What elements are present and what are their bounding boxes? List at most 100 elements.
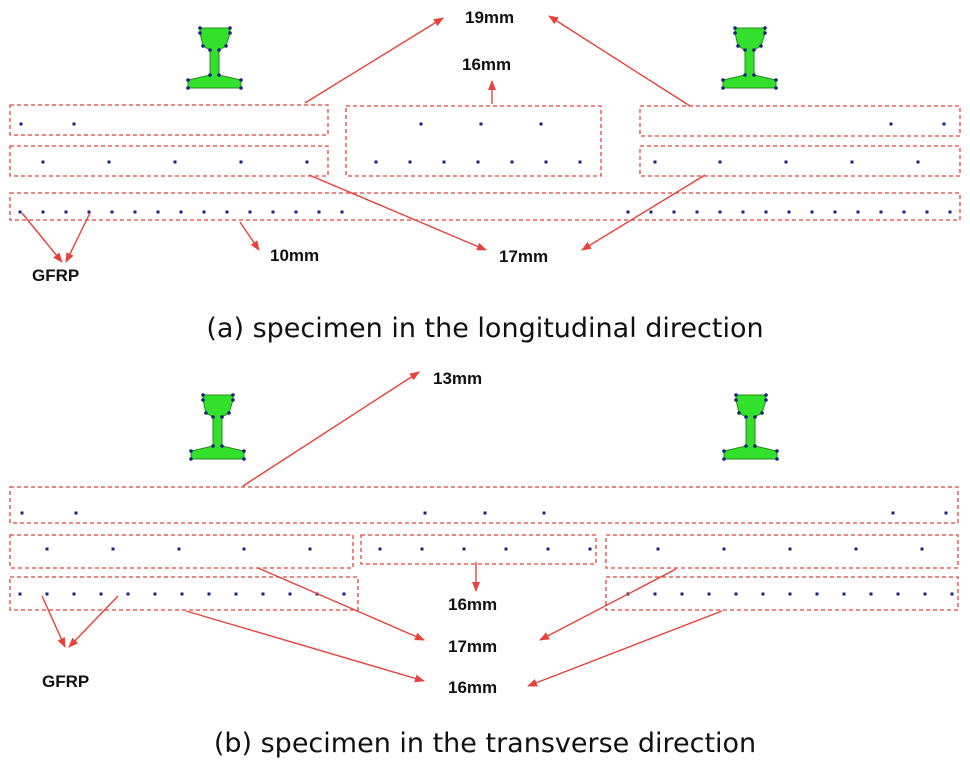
rail-node-dot <box>753 444 757 448</box>
rail-node-dot <box>744 415 748 419</box>
rail-node-dot <box>189 449 193 453</box>
rebar-dot <box>462 547 466 551</box>
rebar-dot <box>479 122 483 126</box>
rebar-row <box>45 547 312 551</box>
slab-strip-box <box>605 534 959 569</box>
rebar-dot <box>761 592 765 596</box>
rail-node-dot <box>228 26 232 30</box>
slab-strip-box <box>639 145 961 177</box>
rail-node-dot <box>217 48 221 52</box>
pointer-arrow <box>21 212 63 263</box>
rebar-dot <box>734 592 738 596</box>
rebar-dot <box>784 160 788 164</box>
rebar-row <box>423 511 546 515</box>
pointer-arrow <box>527 610 723 687</box>
rail-node-dot <box>201 44 205 48</box>
rebar-row <box>419 122 543 126</box>
rebar-dot <box>788 592 792 596</box>
rail-node-dot <box>721 86 725 90</box>
rebar-dot <box>239 160 243 164</box>
pointer-arrow <box>68 595 119 648</box>
dimension-label: 10mm <box>270 246 319 265</box>
rail-node-dot <box>211 444 215 448</box>
rebar-row <box>656 547 924 551</box>
rail-node-dot <box>242 449 246 453</box>
rail-node-dot <box>752 48 756 52</box>
rebar-dot <box>294 210 298 214</box>
rail-node-dot <box>211 415 215 419</box>
rebar-dot <box>787 210 791 214</box>
rebar-dot <box>850 160 854 164</box>
rebar-dot <box>18 210 22 214</box>
rebar-dot <box>248 210 252 214</box>
rail-icon <box>721 26 778 90</box>
rebar-dot <box>626 210 630 214</box>
rebar-dot <box>896 592 900 596</box>
rebar-row <box>626 210 952 214</box>
rebar-dot <box>423 511 427 515</box>
rebar-dot <box>695 210 699 214</box>
rebar-dot <box>544 160 548 164</box>
rebar-dot <box>87 210 91 214</box>
slab-strip-box <box>9 576 359 611</box>
rebar-dot <box>902 210 906 214</box>
rebar-dot <box>718 160 722 164</box>
slab-strip-box <box>639 105 961 137</box>
rebar-dot <box>261 592 265 596</box>
rail-node-dot <box>734 398 738 402</box>
rebar-row <box>626 592 954 596</box>
rebar-dot <box>810 210 814 214</box>
rebar-dot <box>45 547 49 551</box>
rebar-dot <box>99 592 103 596</box>
rebar-dot <box>271 210 275 214</box>
rebar-dot <box>202 210 206 214</box>
rebar-dot <box>504 547 508 551</box>
rebar-dot <box>578 160 582 164</box>
rebar-dot <box>408 160 412 164</box>
rebar-dot <box>419 122 423 126</box>
rebar-dot <box>234 592 238 596</box>
rebar-dot <box>111 547 115 551</box>
slab-strip-box <box>9 534 354 569</box>
pointer-arrow <box>539 568 677 641</box>
rebar-dot <box>442 160 446 164</box>
rebar-dot <box>207 592 211 596</box>
rail-node-dot <box>760 411 764 415</box>
dimension-label: 17mm <box>448 637 497 656</box>
rebar-dot <box>680 592 684 596</box>
pointer-arrow <box>581 174 706 251</box>
rebar-dot <box>317 210 321 214</box>
rebar-dot <box>288 592 292 596</box>
rail-node-dot <box>775 457 779 461</box>
rebar-dot <box>764 210 768 214</box>
rebar-dot <box>923 592 927 596</box>
rail-node-dot <box>220 415 224 419</box>
rail-node-dot <box>743 73 747 77</box>
rebar-dot <box>944 511 948 515</box>
rebar-dot <box>950 592 954 596</box>
rail-node-dot <box>208 73 212 77</box>
rebar-dot <box>41 160 45 164</box>
slab-strip-box <box>9 145 329 177</box>
rebar-dot <box>588 547 592 551</box>
pointer-arrow <box>304 17 444 104</box>
rebar-dot <box>374 160 378 164</box>
slab-center-box <box>360 534 597 565</box>
rail-icon <box>186 26 243 90</box>
dimension-label: 13mm <box>433 369 482 388</box>
rebar-dot <box>420 547 424 551</box>
rail-node-dot <box>752 73 756 77</box>
rebar-dot <box>925 210 929 214</box>
rebar-dot <box>815 592 819 596</box>
rebar-dot <box>45 592 49 596</box>
rebar-dot <box>72 122 76 126</box>
rebar-dot <box>948 210 952 214</box>
rebar-dot <box>889 122 893 126</box>
rail-node-dot <box>224 44 228 48</box>
rail-node-dot <box>721 78 725 82</box>
rail-node-dot <box>744 444 748 448</box>
rail-node-dot <box>198 31 202 35</box>
rail-node-dot <box>736 44 740 48</box>
rebar-dot <box>126 592 130 596</box>
